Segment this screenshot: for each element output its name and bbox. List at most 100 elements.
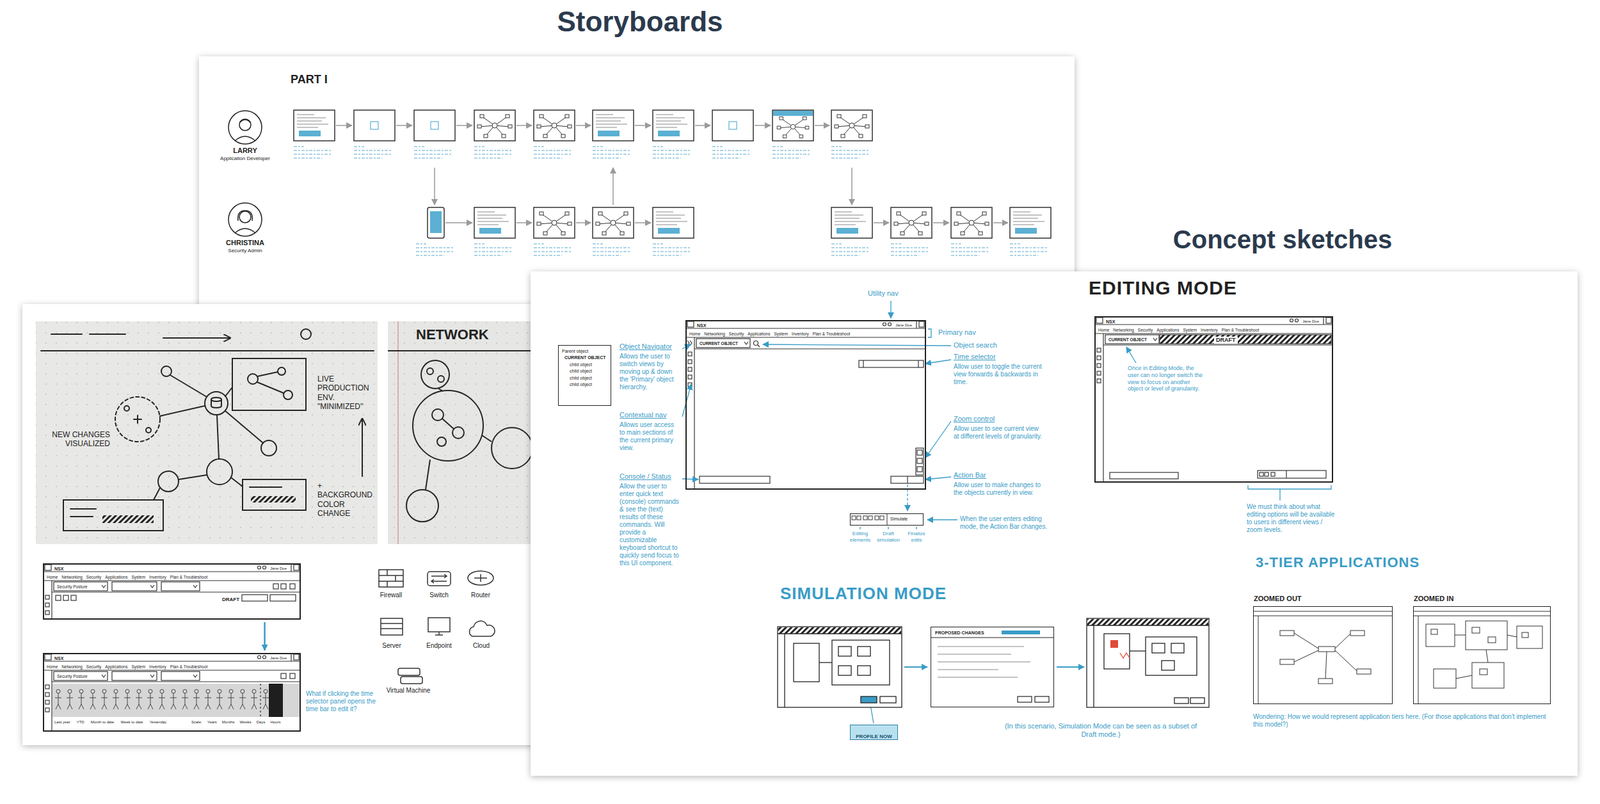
nav-item: Security bbox=[1137, 327, 1153, 333]
time-range: Last year bbox=[54, 720, 71, 725]
concept-illustration bbox=[530, 271, 1578, 776]
text-slot: DRAFT bbox=[222, 596, 240, 603]
section-title: Concept sketches bbox=[1173, 224, 1392, 255]
text-slot: EDITING MODE bbox=[1088, 276, 1238, 300]
text-slot: DRAFT bbox=[1214, 336, 1238, 344]
object-navigator: Parent objectCURRENT OBJECTchild objectc… bbox=[558, 344, 612, 406]
action-bar-icons bbox=[851, 513, 888, 526]
screen-frame: ZOOMED OUT bbox=[1253, 606, 1393, 704]
tree-item: child object bbox=[569, 375, 592, 381]
nav-item: Plan & Troubleshoot bbox=[170, 574, 208, 580]
text-row: Scale:YearsMonthsWeeksDaysHours bbox=[191, 720, 281, 725]
nav-item: Applications bbox=[1156, 327, 1179, 333]
text-slot: Security Posture bbox=[56, 584, 88, 590]
text-slot: Jane Doe bbox=[1302, 319, 1320, 324]
logo-text: NSX bbox=[696, 323, 706, 329]
text-row: HomeNetworkingSecurityApplicationsSystem… bbox=[689, 331, 850, 337]
logo-text: NSX bbox=[54, 566, 64, 572]
nav-item: Home bbox=[46, 664, 58, 670]
nav-item: System bbox=[131, 664, 146, 670]
logo-text: NSX bbox=[54, 656, 64, 662]
user-name: Jane Doe bbox=[270, 656, 287, 661]
text-slot: Jane Doe bbox=[270, 566, 287, 571]
text-slot: ZOOMED OUT bbox=[1253, 594, 1302, 603]
nav-item: Security bbox=[86, 574, 102, 580]
tier-diagram bbox=[1253, 611, 1551, 704]
dialog-title: PROPOSED CHANGES bbox=[935, 630, 985, 636]
text-slot: Jane Doe bbox=[895, 323, 912, 328]
frame-heading: ZOOMED OUT bbox=[1253, 594, 1302, 603]
part-heading: PART I bbox=[290, 72, 328, 88]
wireframe-chrome bbox=[1094, 316, 1334, 483]
nav-item: Applications bbox=[104, 574, 128, 580]
time-range: Week to date bbox=[120, 720, 143, 725]
time-scale: Months bbox=[222, 720, 235, 725]
sketch-photo bbox=[35, 321, 378, 544]
draft-label: DRAFT bbox=[222, 596, 240, 603]
nav-item: Home bbox=[46, 574, 58, 580]
nav-item: Inventory bbox=[149, 664, 167, 670]
sketch-photo bbox=[387, 321, 555, 544]
object-dropdown-text: CURRENT OBJECT bbox=[699, 341, 738, 347]
simulation-frame bbox=[1086, 618, 1209, 708]
object-dropdown-text: Security Posture bbox=[56, 673, 88, 680]
tree-item: child object bbox=[569, 368, 592, 374]
button-text: PROFILE NOW bbox=[855, 733, 892, 740]
nav-item: Applications bbox=[104, 664, 128, 670]
storyboard-frames bbox=[293, 110, 1051, 239]
text-slot: PROFILE NOW bbox=[850, 728, 898, 741]
button: PROFILE NOW bbox=[849, 724, 898, 740]
text-row: HomeNetworkingSecurityApplicationsSystem… bbox=[1098, 327, 1259, 333]
tree-item: child object bbox=[569, 382, 592, 388]
text-slot: Storyboards bbox=[556, 5, 723, 40]
text-slot: Simulate bbox=[890, 516, 908, 522]
wireframe: NSX Jane DoeCURRENT OBJECT HomeNetworkingS… bbox=[685, 320, 927, 490]
user-name: Jane Doe bbox=[270, 566, 287, 571]
object-dropdown-text: CURRENT OBJECT bbox=[1108, 337, 1147, 343]
text-row: HomeNetworkingSecurityApplicationsSystem… bbox=[46, 664, 208, 670]
nav-item: System bbox=[131, 574, 146, 580]
tree-item: child object bbox=[569, 362, 592, 368]
frame-heading: ZOOMED IN bbox=[1413, 594, 1454, 603]
persona-avatar bbox=[228, 110, 262, 237]
text-slot: NSX bbox=[696, 323, 706, 329]
text-slot: NSX bbox=[54, 656, 64, 662]
text-slot: CURRENT OBJECT bbox=[1108, 337, 1147, 343]
time-scale: Scale: bbox=[191, 720, 203, 725]
wireframe-chrome bbox=[42, 563, 301, 620]
leader-lines bbox=[682, 300, 1332, 724]
nav-item: Home bbox=[1098, 327, 1110, 333]
logo-text: NSX bbox=[1105, 319, 1115, 325]
action-button-text: Simulate bbox=[890, 516, 908, 522]
time-scale: Weeks bbox=[240, 720, 252, 725]
nav-item: Networking bbox=[61, 664, 83, 670]
concept-sheet: Concept sketchesEDITING MODEParent objec… bbox=[530, 271, 1578, 776]
nav-item: System bbox=[1182, 327, 1197, 333]
nav-item: Plan & Troubleshoot bbox=[1221, 327, 1260, 333]
user-name: Jane Doe bbox=[895, 323, 912, 328]
flow-arrow bbox=[263, 622, 266, 651]
text-row: Last year YTD Month to date Week to date Yes… bbox=[54, 720, 167, 725]
text-slot: CURRENT OBJECT bbox=[699, 341, 738, 347]
nav-item: Inventory bbox=[149, 574, 167, 580]
time-scale: Years bbox=[207, 720, 217, 725]
tree-item: Parent object bbox=[561, 348, 589, 354]
tree-item: CURRENT OBJECT bbox=[564, 355, 607, 361]
text-slot: ZOOMED IN bbox=[1413, 594, 1454, 603]
wireframe-chrome bbox=[42, 652, 301, 732]
nav-item: Applications bbox=[747, 331, 770, 337]
nav-item: Security bbox=[728, 331, 744, 337]
nav-item: Networking bbox=[61, 574, 83, 580]
time-range: YTD bbox=[76, 720, 85, 725]
section-title: Storyboards bbox=[556, 5, 723, 40]
text-slot: NSX bbox=[1105, 319, 1115, 325]
object-dropdown-text: Security Posture bbox=[56, 584, 88, 590]
time-range: Yesterday bbox=[149, 720, 167, 725]
time-range: Month to date bbox=[90, 720, 115, 725]
sketch-sheet bbox=[22, 304, 554, 745]
nav-item: System bbox=[773, 331, 788, 337]
text-slot: NSX bbox=[54, 566, 64, 572]
nav-item: Home bbox=[689, 331, 701, 337]
text-slot: PART I bbox=[290, 72, 328, 88]
text-slot: PROPOSED CHANGES bbox=[935, 630, 985, 636]
